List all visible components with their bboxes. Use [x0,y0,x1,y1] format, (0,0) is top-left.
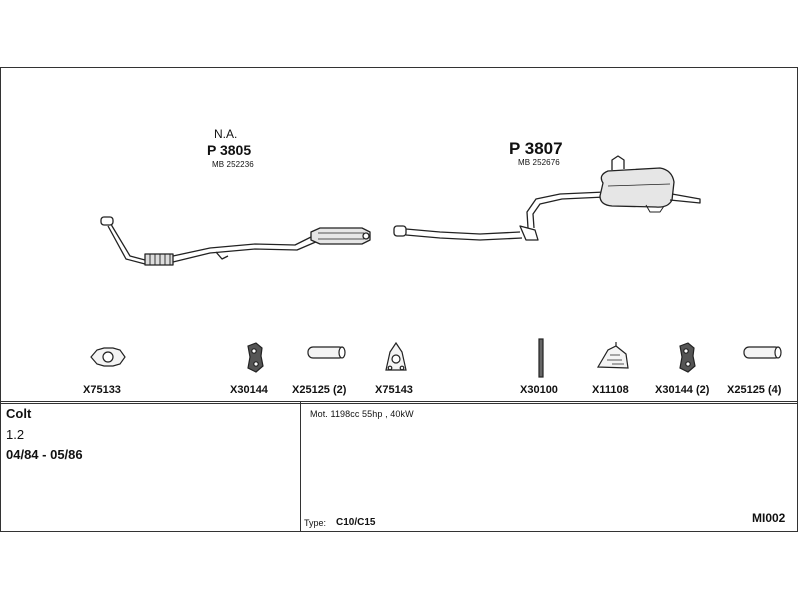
diagram-reference: MI002 [752,511,786,525]
accessory-code-x75143: X75143 [375,384,413,396]
middle-pipe-lower [172,240,319,263]
converter-outlet [362,232,370,240]
rear-silencer [599,167,675,208]
spec-divider [0,403,798,404]
flex-joint [144,253,174,266]
rear-section-part-number: P 3807 [509,139,563,158]
rubber-hanger-icon-2 [679,342,696,373]
rear-pipe-bend [526,191,606,229]
silencer-bracket [645,204,665,213]
pipe-hook [215,251,229,260]
vehicle-model: Colt [6,406,32,421]
catalytic-converter [310,227,371,245]
pipe-connector-icon [307,346,346,359]
rear-section-mb-number: MB 252676 [518,158,560,167]
accessory-code-x25125-4: X25125 (4) [727,384,782,396]
front-section-note: N.A. [214,127,238,141]
type-label: Type: [304,518,327,528]
front-flange [100,216,114,226]
silencer-seam [607,183,671,187]
front-downpipe-inner [107,225,146,265]
front-pipe-assembly [100,216,371,266]
accessory-code-x11108: X11108 [592,384,629,396]
rod-icon [538,338,544,378]
accessory-code-x75133: X75133 [83,384,121,396]
vehicle-years: 04/84 - 05/86 [6,447,83,462]
tail-pipe [669,193,701,204]
accessory-code-x30144: X30144 [230,384,268,396]
triangular-gasket-icon [385,341,407,371]
rubber-hanger-icon [247,342,264,373]
mounting-bracket-icon [596,342,629,369]
accessory-code-x30144-2: X30144 (2) [655,384,710,396]
diagram-frame [0,67,798,532]
rear-pipe-assembly [393,155,701,241]
silencer-inlet-pipe [611,155,625,170]
converter-shell-line [318,232,364,240]
info-column-divider [300,402,301,532]
accessories-divider [0,401,798,402]
gasket-flange-icon [90,347,126,367]
type-value: C10/C15 [336,517,376,528]
middle-pipe [172,234,316,257]
accessory-code-x25125-2: X25125 (2) [292,384,347,396]
rear-pipe-clamp [519,225,539,241]
rear-flange [393,225,407,237]
pipe-connector-icon-2 [743,346,782,359]
motor-spec: Mot. 1198cc 55hp , 40kW [310,409,414,419]
vehicle-engine: 1.2 [6,427,25,442]
front-section-part-number: P 3805 [207,142,252,158]
accessory-code-x30100: X30100 [520,384,558,396]
accessory-icons [90,338,782,378]
front-section-mb-number: MB 252236 [212,160,254,169]
rear-pipe-front [405,228,521,235]
rear-pipe-front-lower [405,234,523,241]
rear-pipe-bend-lower [532,196,606,229]
flex-joint-ribs [149,254,171,265]
